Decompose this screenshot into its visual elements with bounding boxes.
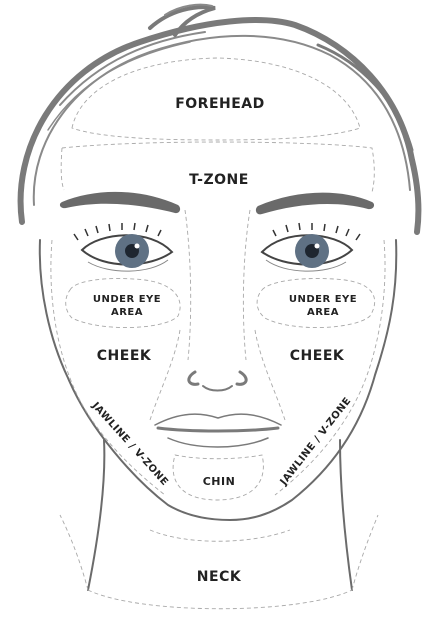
cheek-right-label: CHEEK (290, 348, 345, 364)
under-eye-left-label-line2: AREA (111, 307, 143, 318)
t-zone-label: T-ZONE (189, 172, 249, 188)
cheek-left-label: CHEEK (97, 348, 152, 364)
under-eye-right-label-line1: UNDER EYE (289, 294, 357, 305)
zone-labels: FOREHEAD T-ZONE UNDER EYE AREA UNDER EYE… (89, 96, 357, 585)
lower-jaw-line (150, 530, 290, 541)
under-eye-right-label-line2: AREA (307, 307, 339, 318)
right-eye (262, 223, 360, 271)
forehead-label: FOREHEAD (175, 96, 265, 112)
jawline-left-label: JAWLINE / V-ZONE (89, 400, 170, 488)
nose (189, 372, 246, 391)
left-eye (74, 223, 172, 271)
neck-label: NECK (197, 569, 242, 585)
under-eye-left-label-line1: UNDER EYE (93, 294, 161, 305)
neck-zone-border (60, 515, 378, 609)
right-cheek-border (255, 240, 385, 420)
lips (155, 414, 281, 447)
eyebrows (60, 192, 374, 215)
zone-boundaries (51, 58, 385, 609)
left-cheek-border (51, 240, 180, 420)
right-eyebrow (256, 193, 374, 215)
chin-label: CHIN (203, 475, 236, 488)
jawline-right-label: JAWLINE / V-ZONE (278, 395, 354, 488)
left-eyebrow (60, 192, 180, 213)
